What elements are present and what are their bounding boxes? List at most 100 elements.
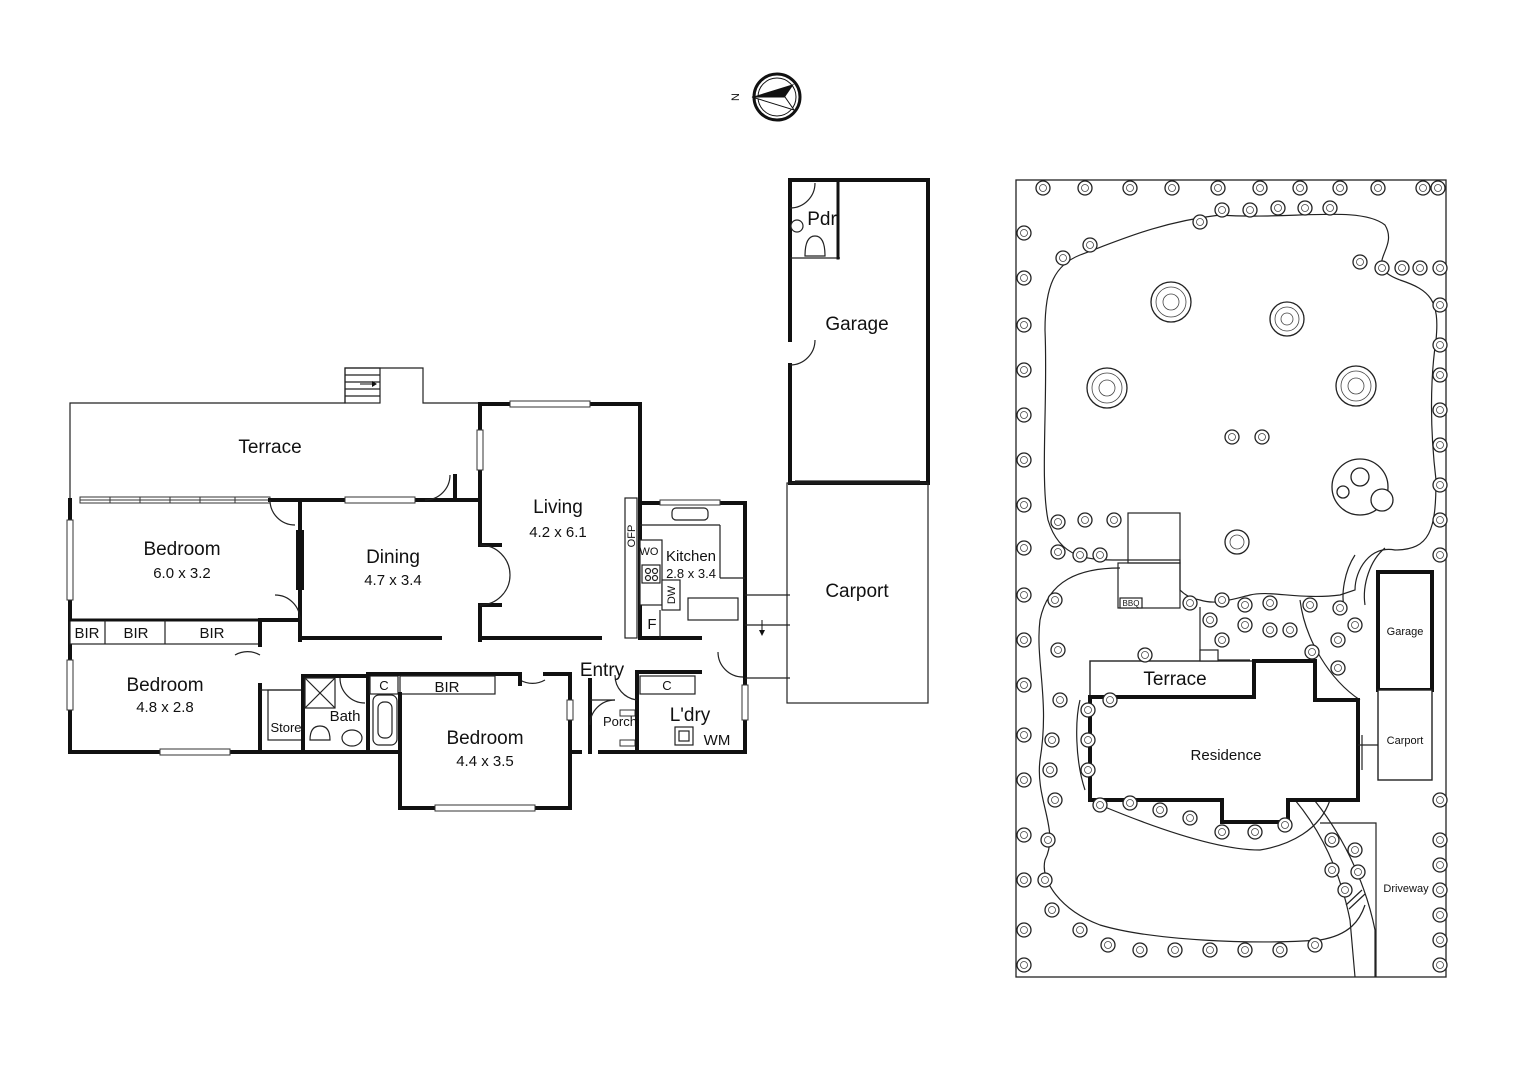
- shrub-icon: [1432, 832, 1448, 848]
- shrub-icons: [1016, 180, 1448, 973]
- shrub-icon: [1304, 644, 1320, 660]
- dining-dims: 4.7 x 3.4: [364, 572, 422, 589]
- shrub-icon-detail: [1336, 604, 1344, 612]
- shrub-icon-detail: [1301, 204, 1309, 212]
- site-terrace-label: Terrace: [1143, 669, 1206, 690]
- shrub-icon-detail: [1054, 518, 1062, 526]
- shrub-icon: [1100, 937, 1116, 953]
- shrub-icon-detail: [1084, 736, 1092, 744]
- dining-label: Dining: [366, 547, 420, 568]
- shrub-icon-detail: [1051, 796, 1059, 804]
- cupboard-label-laundry: C: [662, 678, 671, 693]
- shrub-icon: [1016, 362, 1032, 378]
- shrub-icon: [1214, 632, 1230, 648]
- shrub-icon: [1210, 180, 1226, 196]
- shrub-icon: [1432, 882, 1448, 898]
- shrub-icon: [1214, 202, 1230, 218]
- shrub-icon: [1237, 597, 1253, 613]
- shrub-icon: [1072, 547, 1088, 563]
- site-bbq-label: BBQ: [1123, 599, 1140, 608]
- shrub-icon-detail: [1351, 621, 1359, 629]
- shrub-icon: [1092, 547, 1108, 563]
- shrub-icon-detail: [1326, 204, 1334, 212]
- shrub-icon: [1350, 864, 1366, 880]
- shrub-icon-detail: [1056, 696, 1064, 704]
- bir-label-3: BIR: [199, 625, 224, 642]
- shrub-icon-detail: [1436, 861, 1444, 869]
- shrub-icon-detail: [1341, 886, 1349, 894]
- shrub-icon-detail: [1274, 204, 1282, 212]
- shrub-icon-detail: [1266, 599, 1274, 607]
- site-plan: Terrace Residence Garage Carport Drivewa…: [1015, 179, 1448, 978]
- shrub-icon: [1137, 647, 1153, 663]
- cupboard-label-bath: C: [379, 678, 388, 693]
- shrub-icon: [1432, 260, 1448, 276]
- shrub-icon: [1132, 942, 1148, 958]
- shrub-icon-detail: [1041, 876, 1049, 884]
- shrub-icon: [1035, 180, 1051, 196]
- shrub-icon: [1394, 260, 1410, 276]
- bir-label-1: BIR: [74, 625, 99, 642]
- shrub-icon: [1047, 792, 1063, 808]
- shrub-icon: [1192, 214, 1208, 230]
- shrub-icon: [1432, 547, 1448, 563]
- shrub-icon: [1102, 692, 1118, 708]
- shrub-icon-detail: [1141, 651, 1149, 659]
- shrub-icon-detail: [1046, 766, 1054, 774]
- shrub-icon: [1037, 872, 1053, 888]
- shrub-icon-detail: [1084, 766, 1092, 774]
- shrub-icon: [1016, 957, 1032, 973]
- shrub-icon-detail: [1311, 941, 1319, 949]
- shrub-icon-detail: [1020, 636, 1028, 644]
- shrub-icon: [1307, 937, 1323, 953]
- shrub-icon-detail: [1228, 433, 1236, 441]
- washing-machine-label: WM: [704, 732, 731, 749]
- shrub-icon: [1182, 595, 1198, 611]
- shrub-icon: [1347, 842, 1363, 858]
- shrub-icon-detail: [1186, 599, 1194, 607]
- shrub-icon-detail: [1436, 481, 1444, 489]
- shrub-icon: [1042, 762, 1058, 778]
- shrub-icon-detail: [1206, 946, 1214, 954]
- floor-plan: Terrace Bedroom 6.0 x 3.2 Dining 4.7 x 3…: [66, 178, 930, 812]
- terrace-label: Terrace: [238, 437, 301, 458]
- shrub-icon: [1092, 797, 1108, 813]
- bedroom2-dims: 4.8 x 2.8: [136, 699, 194, 716]
- shrub-icon: [1237, 617, 1253, 633]
- shrub-icon: [1432, 477, 1448, 493]
- shrub-icon-detail: [1168, 184, 1176, 192]
- bedroom1-window: [79, 496, 271, 504]
- shrub-icon-detail: [1126, 184, 1134, 192]
- shrub-icon-detail: [1436, 341, 1444, 349]
- shrub-icon: [1347, 617, 1363, 633]
- shrub-icon-detail: [1020, 876, 1028, 884]
- bedroom1-label: Bedroom: [143, 539, 220, 560]
- shrub-icon: [1044, 902, 1060, 918]
- shrub-icon-detail: [1206, 616, 1214, 624]
- shrub-icon: [1016, 872, 1032, 888]
- shrub-icon: [1322, 200, 1338, 216]
- shrub-icon: [1352, 254, 1368, 270]
- shrub-icon: [1324, 862, 1340, 878]
- shrub-icon: [1292, 180, 1308, 196]
- shrub-icon: [1016, 772, 1032, 788]
- shrub-icon: [1080, 702, 1096, 718]
- shrub-icon: [1152, 802, 1168, 818]
- terrace-steps: [344, 367, 381, 404]
- shrub-icon: [1432, 512, 1448, 528]
- shrub-icon: [1224, 429, 1240, 445]
- shrub-icon-detail: [1020, 776, 1028, 784]
- shrub-icon-detail: [1218, 636, 1226, 644]
- shrub-icon: [1016, 452, 1032, 468]
- shrub-icon: [1374, 260, 1390, 276]
- shrub-icon: [1254, 429, 1270, 445]
- shrub-icon-detail: [1436, 886, 1444, 894]
- shrub-icon-detail: [1241, 621, 1249, 629]
- shrub-icon-detail: [1241, 601, 1249, 609]
- fridge-label: F: [647, 616, 656, 633]
- shrub-icon: [1432, 437, 1448, 453]
- shrub-icon: [1182, 810, 1198, 826]
- shrub-icon-detail: [1039, 184, 1047, 192]
- shrub-icon-detail: [1218, 596, 1226, 604]
